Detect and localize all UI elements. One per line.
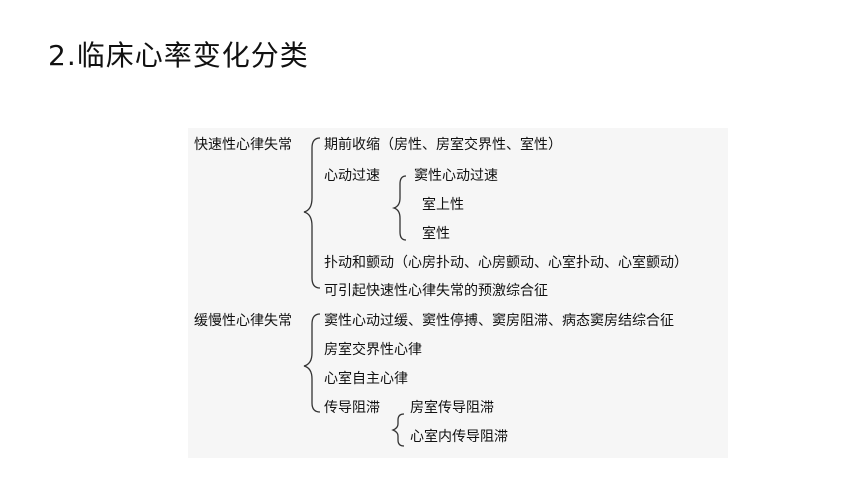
brady-item-junctional: 房室交界性心律 (324, 342, 422, 358)
brady-item-block: 传导阻滞 (324, 400, 380, 416)
brace-block (391, 413, 405, 447)
brace-brady (303, 313, 321, 413)
brady-item-idioventricular: 心室自主心律 (324, 371, 408, 387)
brace-lines (303, 137, 407, 447)
brady-item-sinus: 窦性心动过缓、窦性停搏、窦房阻滞、病态窦房结综合征 (324, 313, 674, 329)
tachy-item-flutter: 扑动和颤动（心房扑动、心房颤动、心室扑动、心室颤动） (324, 255, 688, 271)
tachycardia-sub-sinus: 窦性心动过速 (414, 168, 498, 184)
brace-tachycardia (391, 175, 407, 241)
block-sub-av: 房室传导阻滞 (410, 400, 494, 416)
tachy-item-tachycardia: 心动过速 (324, 168, 380, 184)
tachy-item-premature: 期前收缩（房性、房室交界性、室性） (324, 137, 562, 153)
block-sub-intraventricular: 心室内传导阻滞 (410, 429, 508, 445)
tachycardia-sub-ventricular: 室性 (422, 226, 450, 242)
page-title: 2.临床心率变化分类 (48, 39, 309, 72)
tachycardia-sub-supraventricular: 室上性 (422, 197, 464, 213)
tachy-item-preexcitation: 可引起快速性心律失常的预激综合征 (324, 283, 548, 299)
brady-label: 缓慢性心律失常 (194, 313, 292, 329)
tachy-label: 快速性心律失常 (194, 137, 292, 153)
brace-tachy (303, 137, 321, 289)
classification-diagram: 快速性心律失常 期前收缩（房性、房室交界性、室性） 心动过速 窦性心动过速 室上… (188, 128, 728, 458)
